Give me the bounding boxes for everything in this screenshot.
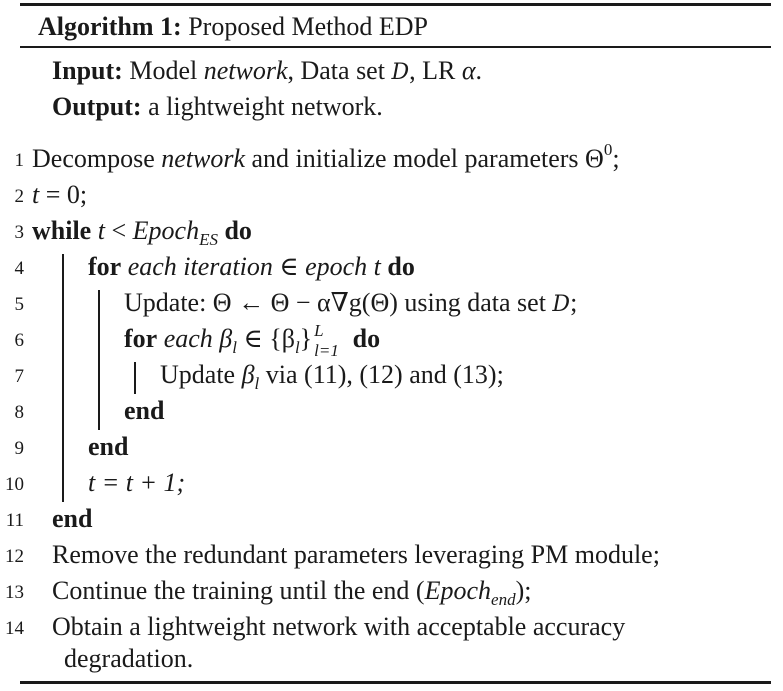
- input-text: Model: [129, 56, 204, 85]
- input-line: Input: Model network, Data set D, LR α.: [52, 56, 482, 88]
- line-number-6: 6: [14, 330, 25, 351]
- line7-text-a: Update: [160, 360, 242, 389]
- line-number-9: 9: [14, 438, 25, 459]
- algo-line-4: for each iteration ∈ epoch t do: [88, 252, 415, 282]
- line4-in: ∈: [272, 252, 306, 281]
- line6-in: ∈ {β: [236, 324, 295, 353]
- input-alpha: α: [461, 56, 476, 85]
- line-number-2: 2: [14, 186, 25, 207]
- algo-line-5: Update: Θ ← Θ − α∇g(Θ) using data set D;: [124, 288, 577, 320]
- algo-line-1: Decompose network and initialize model p…: [32, 141, 620, 174]
- line6-sub-l2: l: [294, 338, 300, 358]
- line-number-4: 4: [14, 258, 25, 279]
- line5-dataset-symbol: D: [552, 292, 571, 317]
- input-text-d: .: [475, 56, 482, 85]
- line2-rest: = 0;: [39, 180, 88, 209]
- line7-text-b: via (11), (12) and (13);: [259, 360, 504, 389]
- line-number-10: 10: [5, 474, 24, 495]
- line13-text-b: );: [515, 576, 532, 605]
- line-number-11: 11: [5, 510, 24, 531]
- algo-line-2: t = 0;: [32, 180, 87, 210]
- line3-while: while: [32, 216, 92, 245]
- while-block-bar: [62, 254, 64, 502]
- algo-line-13: Continue the training until the end (Epo…: [52, 576, 532, 610]
- line1-network: network: [161, 144, 246, 173]
- output-text: a lightweight network.: [148, 92, 383, 121]
- algo-line-8: end: [124, 396, 165, 425]
- line4-each: each iteration: [127, 252, 273, 281]
- line6-each: each β: [163, 324, 233, 353]
- line13-epoch: Epoch: [424, 576, 492, 605]
- input-text-b: , Data set: [287, 56, 392, 85]
- output-line: Output: a lightweight network.: [52, 92, 383, 122]
- line-number-8: 8: [14, 402, 25, 423]
- input-label: Input:: [52, 56, 123, 85]
- algo-line-12: Remove the redundant parameters leveragi…: [52, 540, 660, 569]
- algorithm-title: Algorithm 1: Proposed Method EDP: [38, 12, 428, 42]
- line13-text-a: Continue the training until the end (: [52, 576, 425, 605]
- line7-beta: β: [241, 360, 255, 389]
- algo-line-14: Obtain a lightweight network with accept…: [52, 612, 626, 641]
- line7-sub-l: l: [254, 374, 260, 394]
- input-text-c: , LR: [409, 56, 462, 85]
- line1-text-b: and initialize model parameters Θ: [245, 144, 604, 173]
- algorithm-name: Proposed Method EDP: [188, 12, 428, 41]
- for-iteration-block-bar: [98, 290, 100, 430]
- line3-sub: ES: [199, 230, 218, 250]
- input-dataset-symbol: D: [391, 60, 410, 85]
- line6-sub-l: l: [232, 338, 237, 358]
- algorithm-label: Algorithm 1:: [38, 12, 182, 41]
- line1-text-a: Decompose: [32, 144, 162, 173]
- line-number-14: 14: [5, 618, 24, 639]
- line3-t: t: [97, 216, 105, 245]
- line1-sup: 0: [603, 140, 613, 160]
- algo-line-3: while t < EpochES do: [32, 216, 252, 250]
- line-number-12: 12: [5, 546, 24, 567]
- line-number-1: 1: [14, 150, 25, 171]
- line5-text: Update: Θ ← Θ − α∇g(Θ) using data set: [124, 288, 553, 317]
- line4-for: for: [88, 252, 122, 281]
- top-rule: [20, 3, 771, 6]
- line-number-3: 3: [14, 222, 25, 243]
- line4-do: do: [387, 252, 415, 281]
- algo-line-10: t = t + 1;: [88, 468, 186, 497]
- output-label: Output:: [52, 92, 142, 121]
- line2-t: t: [32, 180, 40, 209]
- algo-line-7: Update βl via (11), (12) and (13);: [160, 360, 504, 394]
- algo-line-14-cont: degradation.: [64, 644, 194, 673]
- line6-sub-range: l=1: [314, 341, 339, 360]
- line3-do: do: [224, 216, 252, 245]
- input-network: network: [203, 56, 288, 85]
- line-number-5: 5: [14, 294, 25, 315]
- line13-sub: end: [491, 590, 516, 610]
- bottom-rule: [20, 681, 771, 684]
- line5-end: ;: [570, 288, 578, 317]
- line3-epoch: Epoch: [132, 216, 200, 245]
- line-number-7: 7: [14, 366, 25, 387]
- line6-do: do: [352, 324, 381, 353]
- line-number-13: 13: [5, 582, 24, 603]
- line6-sup-L: L: [314, 321, 324, 340]
- algo-line-11: end: [52, 504, 93, 533]
- line1-text-c: ;: [612, 144, 620, 173]
- line6-close: }: [299, 324, 313, 353]
- line6-for: for: [124, 324, 158, 353]
- header-rule: [20, 46, 771, 48]
- algo-line-9: end: [88, 432, 129, 461]
- line3-lt: <: [104, 216, 133, 245]
- line4-epoch: epoch t: [305, 252, 381, 281]
- for-beta-block-bar: [134, 362, 136, 394]
